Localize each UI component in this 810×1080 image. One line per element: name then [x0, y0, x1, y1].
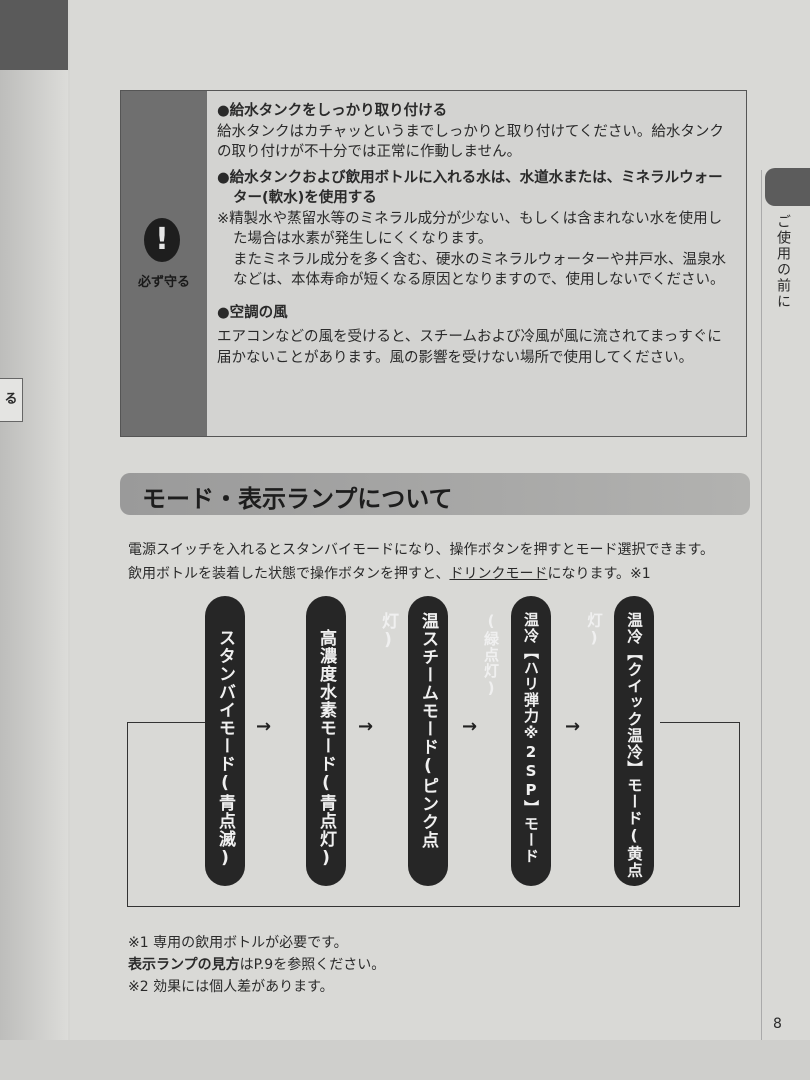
exclamation-circle-icon: !	[144, 218, 180, 262]
left-page-edge: る	[0, 0, 68, 1080]
footnote: ※1 専用の飲用ボトルが必要です。	[128, 935, 348, 951]
intro-line: 電源スイッチを入れるとスタンバイモードになり、操作ボタンを押すとモード選択できま…	[128, 542, 715, 558]
warning-side: ! 必ず守る	[121, 91, 207, 436]
lamp-guide-term: 表示ランプの見方	[128, 957, 240, 973]
warning-note: またミネラル成分を多く含む、硬水のミネラルウォーターや井戸水、温泉水などは、本体…	[233, 251, 726, 289]
section-title: モード・表示ランプについて	[142, 485, 453, 513]
section-header: モード・表示ランプについて	[120, 473, 750, 515]
warning-note: ※精製水や蒸留水等のミネラル成分が少ない、もしくは含まれない水を使用した場合は水…	[217, 210, 723, 248]
drink-mode-term: ドリンクモード	[449, 566, 548, 582]
mode-standby: スタンバイモード(青点滅)	[205, 596, 245, 886]
must-follow-label: 必ず守る	[137, 275, 190, 290]
page-number: 8	[773, 1016, 782, 1032]
warning-text: エアコンなどの風を受けると、スチームおよび冷風が風に流されてまっすぐに届かないこ…	[217, 329, 722, 366]
warning-heading: ●空調の風	[217, 304, 288, 321]
footnotes: ※1 専用の飲用ボトルが必要です。 表示ランプの見方はP.9を参照ください。 ※…	[128, 932, 385, 998]
mode-high-hydrogen: 高濃度水素モード(青点灯)	[306, 596, 346, 886]
margin-rule	[761, 170, 762, 1040]
left-page-band	[0, 0, 68, 70]
intro-text: になります。※1	[547, 566, 651, 582]
left-page-fragment: る	[0, 378, 23, 422]
warning-box: ! 必ず守る ●給水タンクをしっかり取り付ける 給水タンクはカチャッというまでし…	[120, 90, 747, 437]
chapter-label: ご使用の前に	[775, 214, 791, 310]
arrow-icon: →	[256, 716, 272, 737]
footnote: ※2 効果には個人差があります。	[128, 979, 334, 995]
cycle-line	[127, 722, 740, 907]
mode-hot-cold-sp: 温冷【ハリ弾力※2SP】モード(緑点灯)	[482, 596, 551, 886]
warning-text: 給水タンクはカチャッというまでしっかりと取り付けてください。給水タンクの取り付け…	[217, 123, 724, 161]
warning-heading: ●給水タンクをしっかり取り付ける	[217, 103, 448, 119]
arrow-icon: →	[565, 716, 581, 737]
footnote-text: はP.9を参照ください。	[239, 957, 386, 973]
page-bottom	[0, 1040, 810, 1080]
intro-text: 飲用ボトルを装着した状態で操作ボタンを押すと、	[128, 566, 450, 582]
arrow-icon: →	[462, 716, 478, 737]
arrow-icon: →	[358, 716, 374, 737]
intro-line: 飲用ボトルを装着した状態で操作ボタンを押すと、ドリンクモードになります。※1	[128, 562, 748, 586]
cycle-line-top-left	[127, 722, 207, 723]
footnote: 表示ランプの見方はP.9を参照ください。	[128, 954, 385, 976]
mode-warm-steam: 温スチームモード(ピンク点灯)	[378, 596, 448, 886]
section-intro: 電源スイッチを入れるとスタンバイモードになり、操作ボタンを押すとモード選択できま…	[128, 538, 748, 586]
warning-heading: ●給水タンクおよび飲用ボトルに入れる水は、水道水または、ミネラルウォーター(軟水…	[217, 169, 723, 207]
warning-content: ●給水タンクをしっかり取り付ける 給水タンクはカチャッというまでしっかりと取り付…	[217, 101, 736, 368]
mode-quick-hot-cold: 温冷【クイック温冷】モード(黄点灯)	[585, 596, 654, 886]
chapter-tab	[765, 168, 810, 206]
cycle-line-top-right	[660, 722, 739, 723]
